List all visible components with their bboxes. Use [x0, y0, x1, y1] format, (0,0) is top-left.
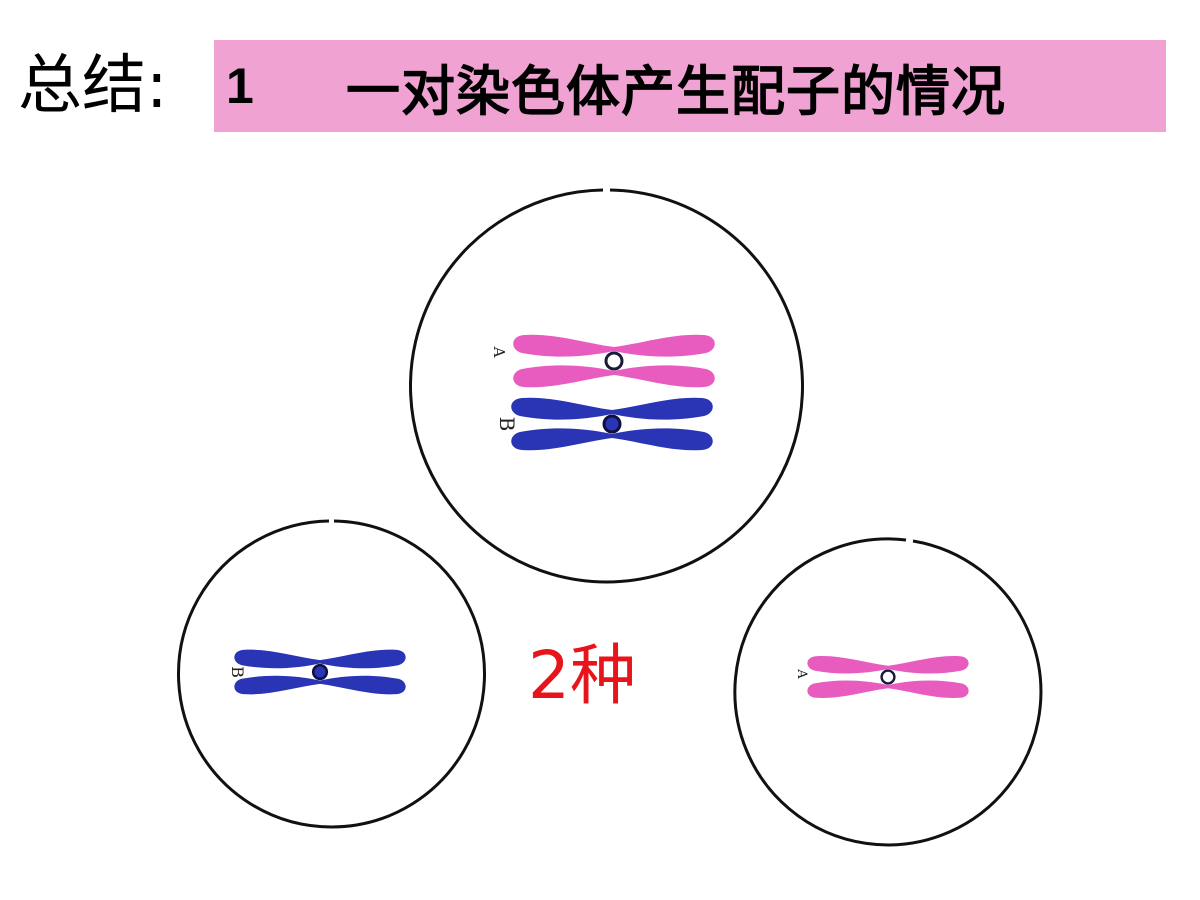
gamete-left: B — [177, 519, 486, 829]
chromosome-b-label: B — [495, 417, 519, 432]
centromere — [602, 414, 622, 434]
chromosome-b — [234, 649, 406, 695]
title-banner: 1 一对染色体产生配子的情况 — [214, 40, 1166, 132]
chromosome-a — [807, 655, 969, 699]
chromosome-b-label: B — [228, 666, 247, 678]
parent-cell: A B — [409, 188, 804, 584]
centromere — [880, 669, 896, 685]
chromosome-a — [513, 334, 715, 388]
chromosome-b — [511, 397, 713, 451]
parent-cell-membrane — [409, 188, 804, 584]
centromere — [604, 351, 624, 371]
centromere — [311, 663, 329, 681]
gamete-right: A — [733, 537, 1043, 847]
gamete-left-membrane — [177, 519, 486, 829]
chromosome-a-label: A — [794, 668, 809, 679]
summary-label: 总结: — [18, 49, 168, 123]
gamete-count-label: 2种 — [528, 637, 636, 714]
title-number: 1 — [226, 58, 254, 114]
gamete-right-membrane — [733, 537, 1043, 847]
chromosome-a-label: A — [490, 346, 508, 358]
title-text: 一对染色体产生配子的情况 — [346, 59, 1006, 123]
